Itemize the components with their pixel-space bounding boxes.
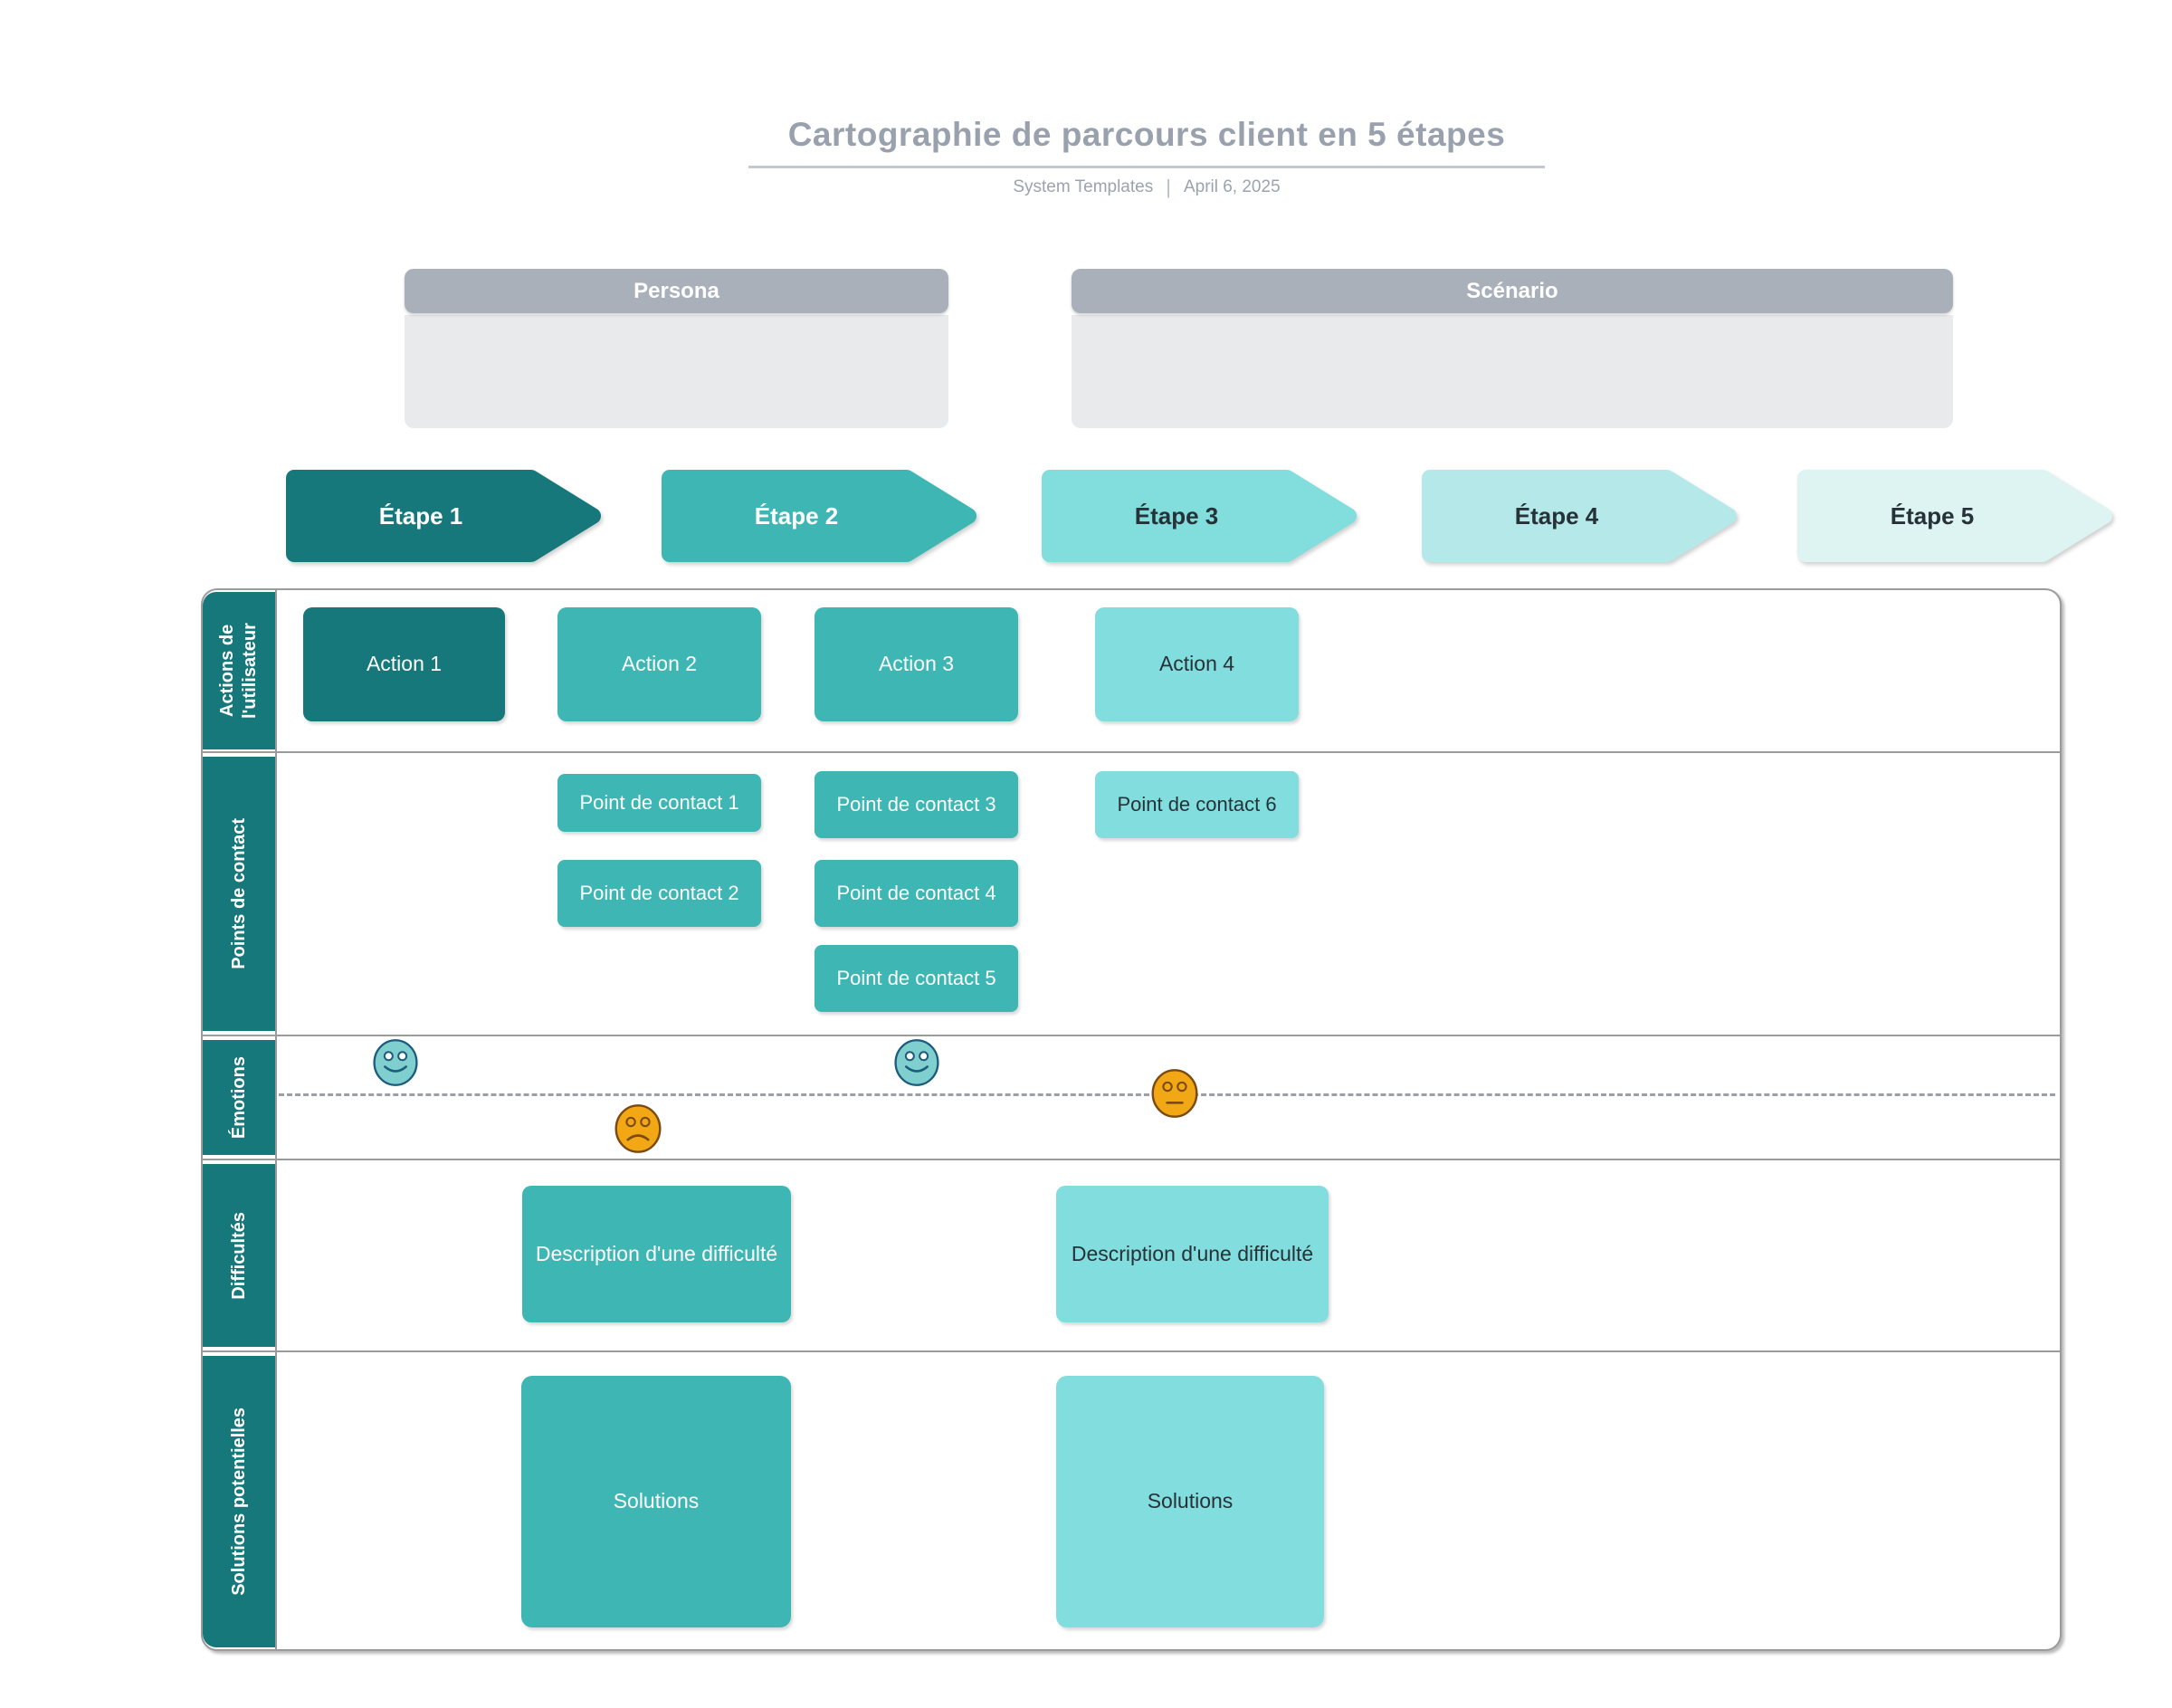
stage-label: Étape 2 [754,501,839,530]
row-divider [203,1159,2060,1160]
action-card-3[interactable]: Action 3 [814,607,1018,721]
stage-label: Étape 4 [1514,501,1599,530]
arrow-right-shape-icon [286,470,601,562]
stage-label: Étape 1 [378,501,463,530]
happy-face-icon[interactable] [892,1038,941,1087]
label-column-divider [275,590,277,1649]
persona-panel-body[interactable] [405,315,948,428]
persona-panel-header: Persona [405,269,948,313]
stage-arrow-1[interactable]: Étape 1 [285,469,602,563]
happy-face-icon[interactable] [371,1038,420,1087]
scenario-panel[interactable]: Scénario [1072,269,1953,428]
touchpoint-card-2[interactable]: Point de contact 2 [557,860,761,927]
row-divider [203,1035,2060,1036]
touchpoint-card-4[interactable]: Point de contact 4 [814,860,1018,927]
arrow-right-shape-icon [662,470,976,562]
scenario-panel-header: Scénario [1072,269,1953,313]
page-title: Cartographie de parcours client en 5 éta… [787,116,1506,153]
action-card-1[interactable]: Action 1 [303,607,505,721]
stage-arrow-2[interactable]: Étape 2 [661,469,977,563]
persona-panel[interactable]: Persona [405,269,948,428]
touchpoint-card-1[interactable]: Point de contact 1 [557,774,761,832]
arrow-right-shape-icon [1422,470,1737,562]
neutral-face-icon[interactable] [1149,1068,1200,1119]
row-divider [203,751,2060,753]
stage-arrow-4[interactable]: Étape 4 [1421,469,1738,563]
date-label: April 6, 2025 [1183,177,1281,196]
journey-grid: Actions de l'utilisateur Points de conta… [201,588,2062,1651]
touchpoint-card-3[interactable]: Point de contact 3 [814,771,1018,838]
touchpoint-card-5[interactable]: Point de contact 5 [814,945,1018,1012]
difficulty-card-1[interactable]: Description d'une difficulté [522,1186,791,1322]
title-underline [748,166,1545,168]
stage-arrow-3[interactable]: Étape 3 [1041,469,1358,563]
touchpoint-card-6[interactable]: Point de contact 6 [1095,771,1299,838]
row-label-solutions: Solutions potentielles [203,1356,275,1647]
difficulty-card-2[interactable]: Description d'une difficulté [1056,1186,1329,1322]
arrow-right-shape-icon [1797,470,2112,562]
sad-face-icon[interactable] [613,1103,663,1154]
row-label-difficulties: Difficultés [203,1164,275,1347]
solution-card-1[interactable]: Solutions [521,1376,791,1627]
action-card-2[interactable]: Action 2 [557,607,761,721]
subtitle: System Templates | April 6, 2025 [694,176,1599,199]
stage-arrow-5[interactable]: Étape 5 [1796,469,2113,563]
arrow-right-shape-icon [1042,470,1357,562]
solution-card-2[interactable]: Solutions [1056,1376,1324,1627]
byline: System Templates [1013,177,1154,196]
subtitle-divider: | [1166,176,1171,198]
row-label-touchpoints: Points de contact [203,757,275,1031]
row-label-emotions: Émotions [203,1040,275,1155]
row-divider [203,1350,2060,1352]
row-label-actions: Actions de l'utilisateur [203,592,275,749]
stage-label: Étape 3 [1134,501,1219,530]
action-card-4[interactable]: Action 4 [1095,607,1299,721]
scenario-panel-body[interactable] [1072,315,1953,428]
stage-label: Étape 5 [1890,501,1975,530]
